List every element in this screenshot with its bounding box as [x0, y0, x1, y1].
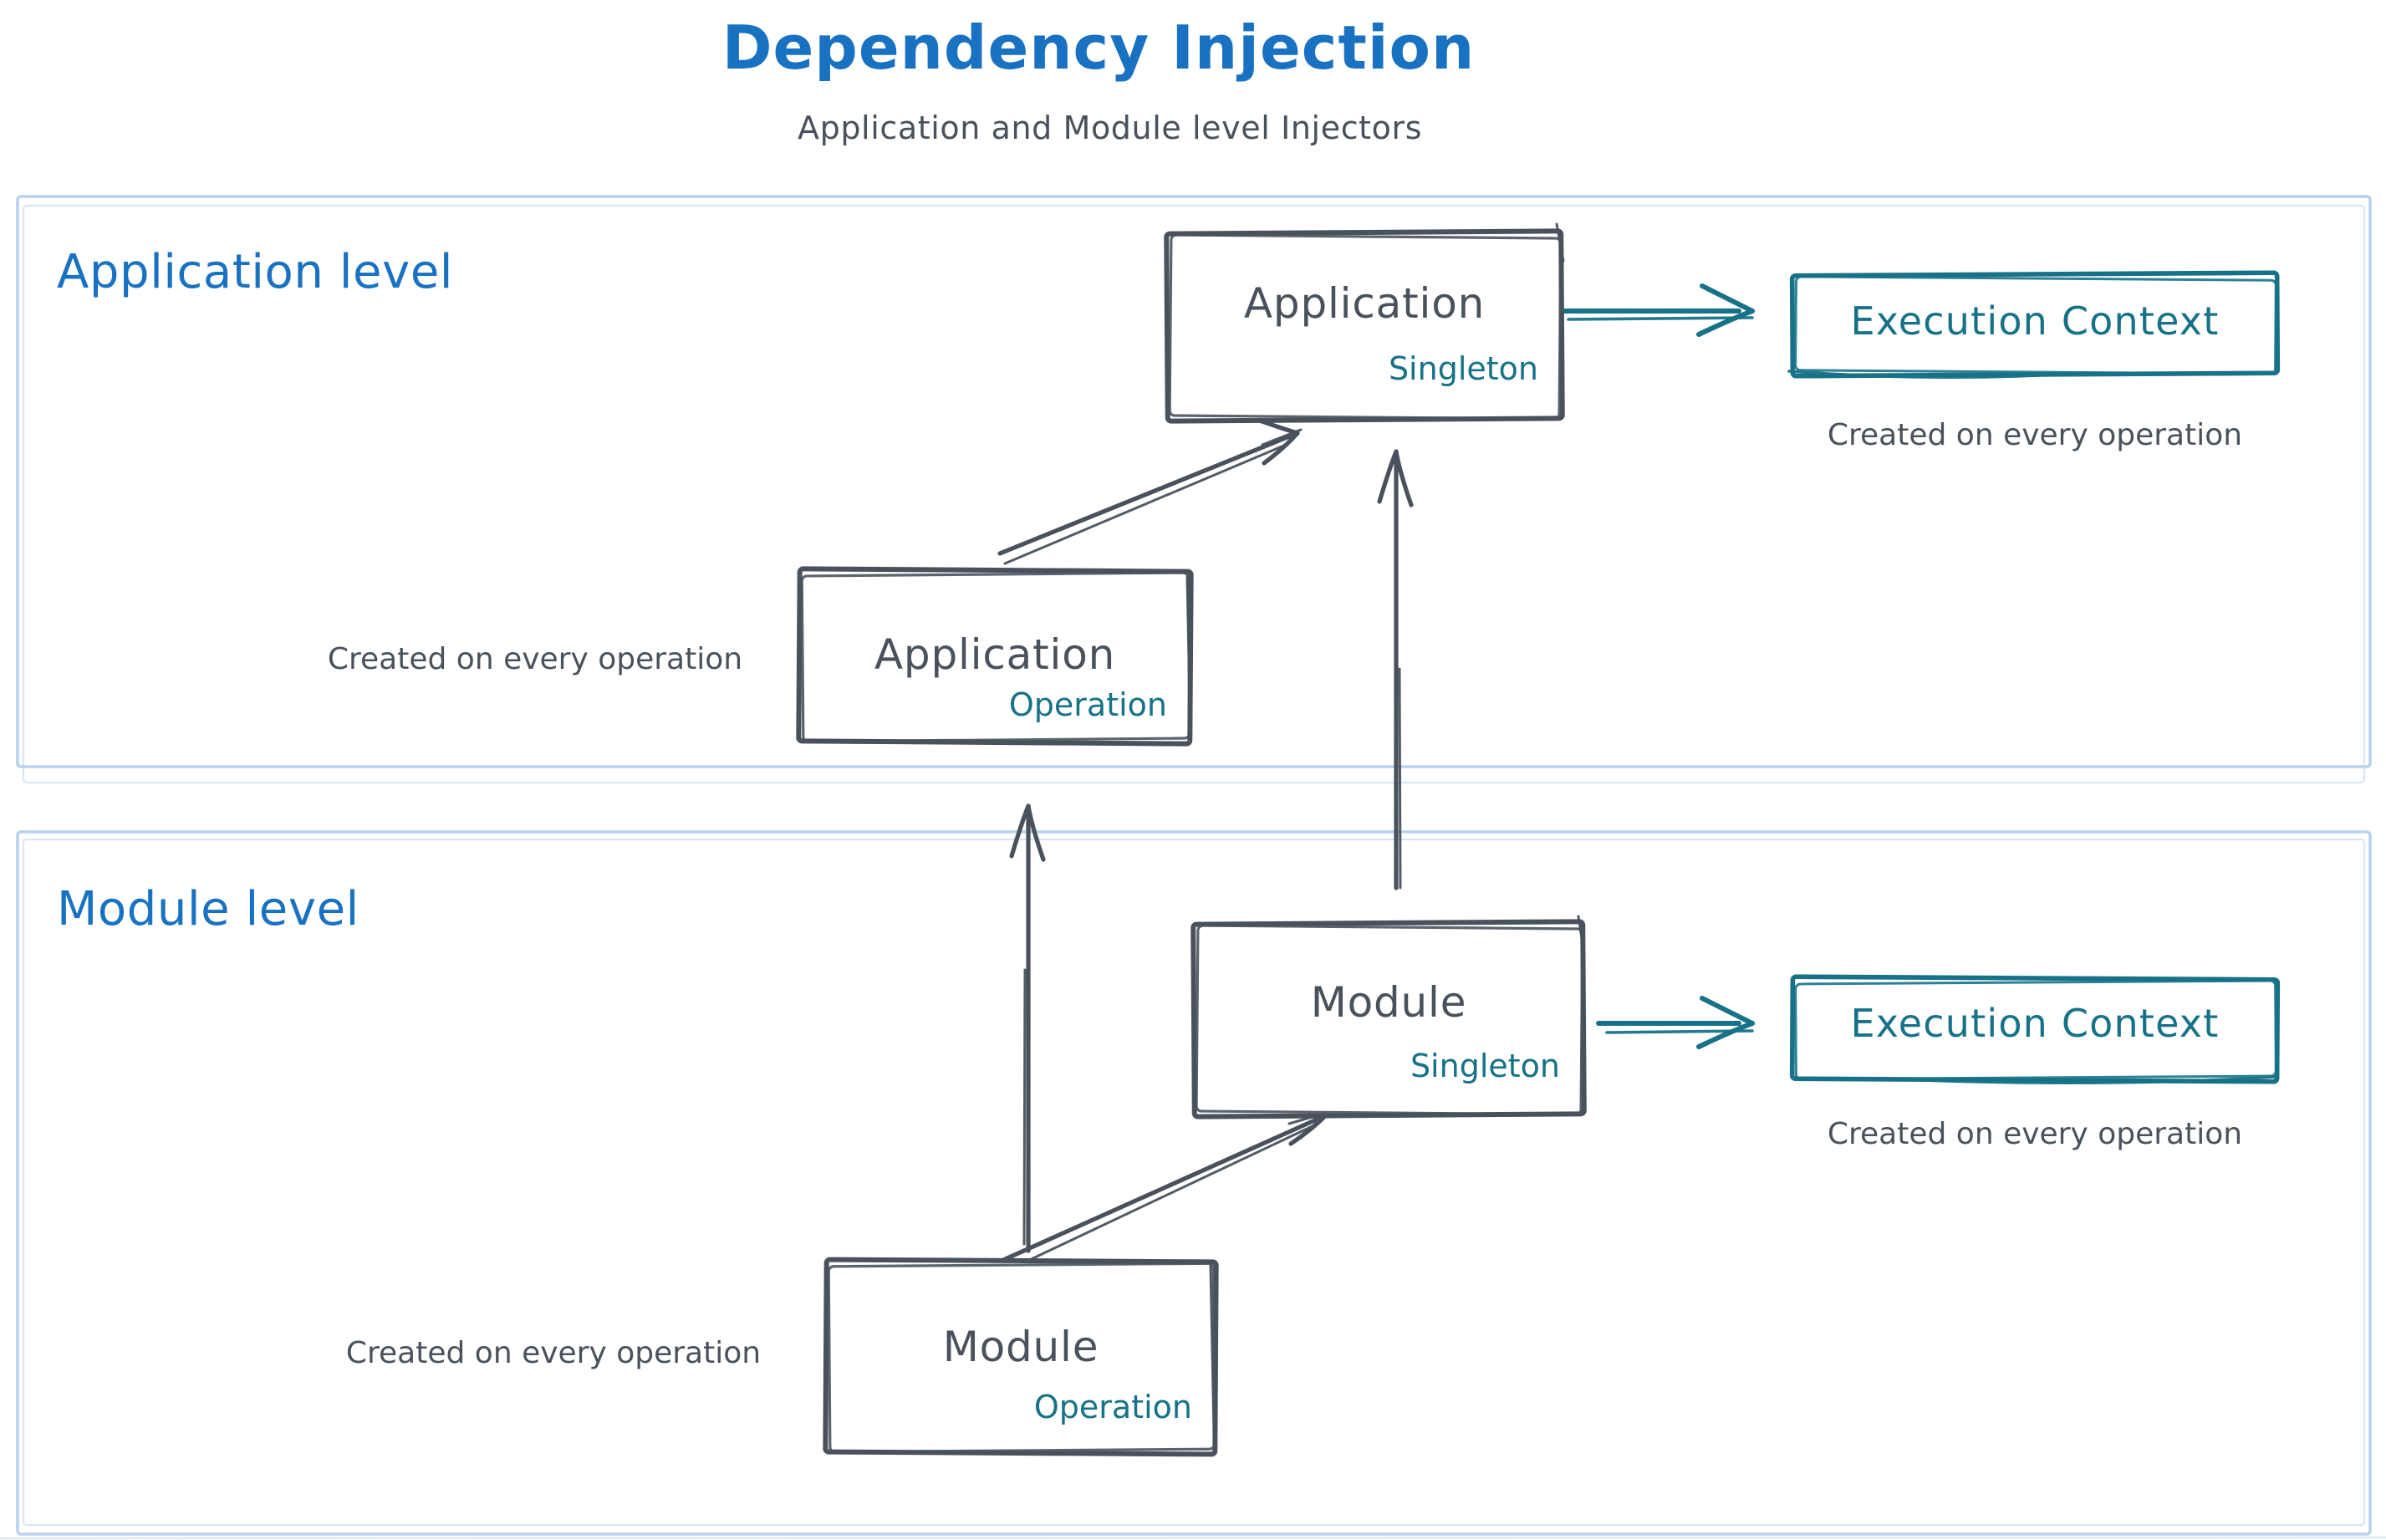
- arrow-module-operation-to-app-operation: [1009, 803, 1046, 1253]
- application-level-container: [16, 195, 2372, 784]
- page-title: Dependency Injection: [721, 15, 1476, 84]
- arrow-module-operation-to-module-singleton: [999, 1096, 1331, 1272]
- module-execution-context-box: [1789, 974, 2281, 1084]
- app-execution-context-note: Created on every operation: [1827, 418, 2243, 453]
- app-singleton-badge: Singleton: [1388, 351, 1538, 388]
- app-execution-context-box: [1787, 270, 2281, 379]
- module-singleton-title: Module: [1310, 978, 1467, 1027]
- module-singleton-badge: Singleton: [1410, 1048, 1560, 1085]
- arrow-module-singleton-to-execution-context: [1596, 996, 1755, 1049]
- module-operation-box: [823, 1257, 1219, 1457]
- app-operation-box: [796, 566, 1194, 747]
- arrow-module-singleton-to-app-singleton: [1377, 449, 1414, 890]
- module-operation-note: Created on every operation: [345, 1336, 762, 1371]
- app-singleton-title: Application: [1243, 279, 1486, 328]
- application-level-label: Application level: [57, 244, 454, 299]
- module-execution-context-label: Execution Context: [1850, 1003, 2220, 1047]
- app-operation-note: Created on every operation: [327, 642, 743, 677]
- module-level-container: [0, 830, 2386, 1540]
- app-singleton-box: [1164, 222, 1565, 424]
- module-execution-context-note: Created on every operation: [1827, 1117, 2243, 1152]
- arrow-app-operation-to-app-singleton: [997, 417, 1303, 565]
- arrow-app-singleton-to-execution-context: [1558, 283, 1755, 337]
- module-singleton-box: [1190, 915, 1587, 1119]
- app-operation-title: Application: [874, 630, 1116, 679]
- app-operation-badge: Operation: [1008, 687, 1167, 724]
- app-execution-context-label: Execution Context: [1850, 301, 2220, 344]
- page-subtitle: Application and Module level Injectors: [798, 110, 1423, 147]
- module-operation-badge: Operation: [1033, 1390, 1192, 1426]
- module-level-label: Module level: [57, 881, 359, 936]
- module-operation-title: Module: [942, 1323, 1099, 1371]
